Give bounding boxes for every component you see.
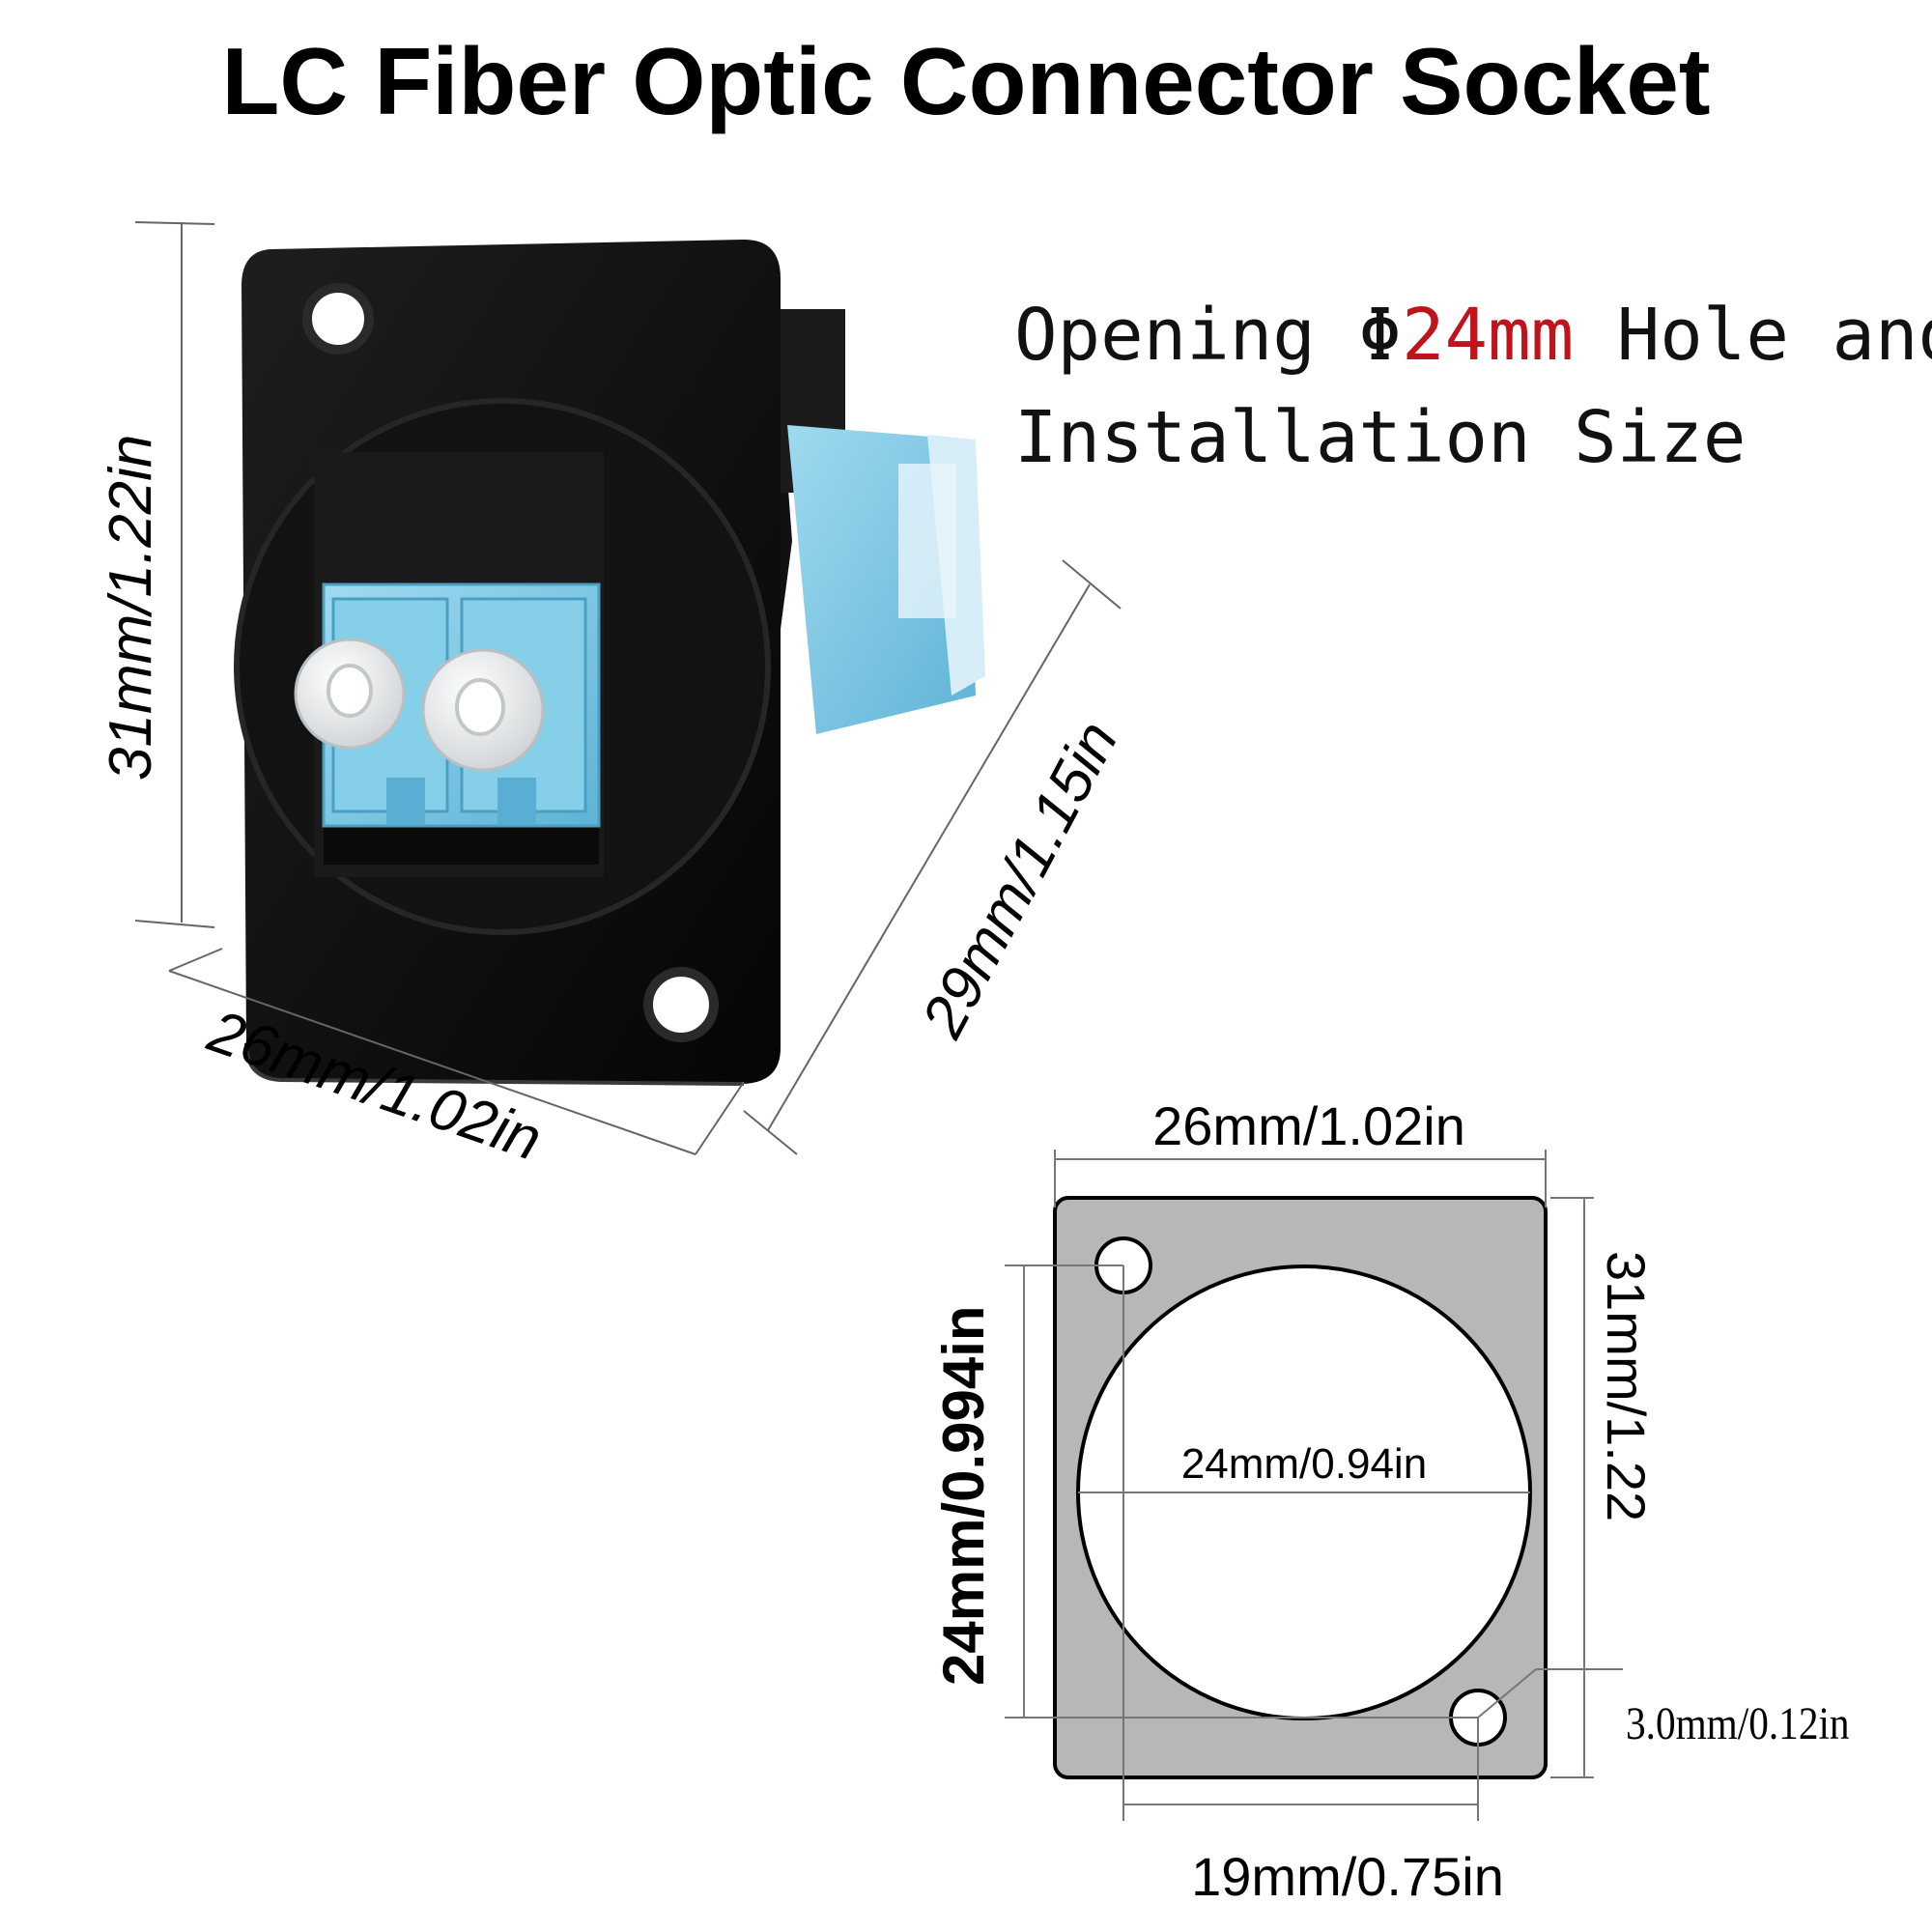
opening-prefix: Opening Φ bbox=[1014, 294, 1402, 377]
drawing-top-width-label: 26mm/1.02in bbox=[1152, 1095, 1465, 1156]
mount-hole-bottom-icon bbox=[643, 967, 719, 1042]
product-height-label: 31mm/1.22in bbox=[98, 435, 164, 781]
dust-cap-right-icon bbox=[421, 648, 545, 772]
duplex-lc-adapter bbox=[294, 582, 601, 828]
product-illustration bbox=[234, 240, 985, 1086]
drawing-vertical-spacing-label: 24mm/0.994in bbox=[931, 1305, 996, 1686]
mount-hole-top-icon bbox=[302, 283, 374, 355]
opening-suffix: Hole and bbox=[1574, 294, 1932, 377]
opening-text-line2: Installation Size bbox=[1014, 396, 1746, 479]
opening-text-line1: Opening Φ24mm Hole and bbox=[1014, 294, 1932, 377]
drawing-horizontal-spacing-label: 19mm/0.75in bbox=[1191, 1846, 1504, 1907]
page-title: LC Fiber Optic Connector Socket bbox=[222, 28, 1711, 134]
drawing-right-height-label: 31mm/1.22 bbox=[1596, 1251, 1657, 1521]
product-dimension-lines bbox=[134, 221, 1122, 1155]
dust-cap-left-icon bbox=[294, 638, 406, 750]
drawing-screw-hole-label: 3.0mm/0.12in bbox=[1626, 1697, 1850, 1749]
installation-drawing: 26mm/1.02in 31mm/1.22 24mm/0.994in 24mm/… bbox=[931, 1095, 1850, 1907]
product-depth-label: 29mm/1.15in bbox=[909, 711, 1131, 1049]
opening-highlight: 24mm bbox=[1402, 294, 1574, 377]
drawing-opening-diameter-label: 24mm/0.94in bbox=[1181, 1440, 1427, 1488]
